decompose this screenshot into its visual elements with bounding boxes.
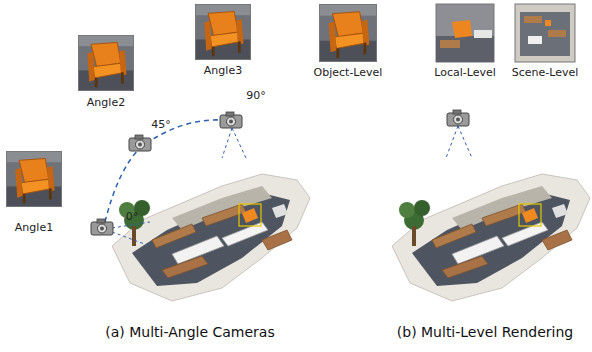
angle-label: 0° [126,210,139,223]
subfigure-caption: (a) Multi-Angle Cameras [105,324,274,341]
thumb-label: Angle3 [204,64,242,77]
thumb-label: Angle2 [87,96,125,109]
thumb-label: Object-Level [314,66,383,79]
angle-label: 90° [246,89,266,102]
angle-label: 45° [151,118,171,131]
thumb-label: Scene-Level [512,66,579,79]
thumb-label: Local-Level [434,66,496,79]
subfigure-caption: (b) Multi-Level Rendering [397,324,573,341]
thumb-label: Angle1 [15,221,53,234]
